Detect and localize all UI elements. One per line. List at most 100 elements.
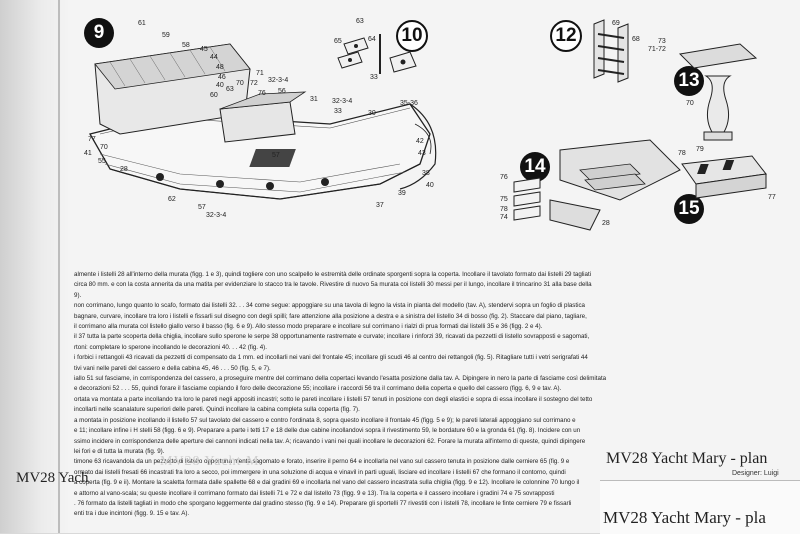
callout-35-36: 35-36: [400, 100, 418, 107]
figure-12-number: 12: [550, 20, 582, 52]
callout-57-right: 57: [272, 152, 280, 159]
instruction-line: iallo 51 sul fasciame, in corrispondenza…: [74, 375, 607, 383]
callout-78: 78: [678, 150, 686, 157]
callout-32-3-4-mid: 32-3-4: [332, 98, 353, 105]
instruction-text: almente i listelli 28 all'interno della …: [74, 270, 792, 520]
callout-64: 64: [368, 36, 376, 43]
footer-title-right: MV28 Yacht Mary - plan: [606, 450, 768, 467]
callout-78-step: 78: [500, 206, 508, 213]
instruction-line: rtoni: completare lo sperone incollando …: [74, 343, 267, 351]
callout-57-bottom: 57: [198, 204, 206, 211]
callout-28: 28: [120, 166, 128, 173]
instruction-line: il corrimano alla murata col listello gi…: [74, 323, 543, 331]
callout-73: 73: [658, 38, 666, 45]
figure-14-number: 14: [520, 152, 550, 182]
callout-59: 59: [162, 32, 170, 39]
instruction-line: almente i listelli 28 all'interno della …: [74, 271, 592, 278]
instruction-line: incollarti nelle scanalature superiori d…: [74, 406, 360, 414]
callout-77-door: 77: [768, 194, 776, 201]
callout-58: 58: [182, 42, 190, 49]
callout-76-step: 76: [500, 174, 508, 181]
callout-70-left: 70: [100, 144, 108, 151]
callout-41: 41: [84, 150, 92, 157]
footer-title-left: MV28 Yach: [16, 470, 89, 486]
instruction-line: i forbici i rettangoli 43 ricavati da pe…: [74, 354, 588, 362]
callout-48: 48: [216, 64, 224, 71]
callout-39: 39: [398, 190, 406, 197]
callout-32-3-4-top: 32-3-4: [268, 77, 289, 84]
instruction-line: lei fori e di tutta la murata (fig. 9).: [74, 447, 165, 455]
instruction-line: non corrimano, lungo quanto lo scafo, fo…: [74, 302, 585, 310]
figure-9: 9: [80, 14, 460, 264]
figure-13-number: 13: [674, 66, 704, 96]
callout-65: 65: [334, 38, 342, 45]
ghost-title: MV28 Yacht M: [160, 454, 260, 469]
callout-70-column: 70: [686, 100, 694, 107]
callout-55: 55: [98, 158, 106, 165]
instruction-line: ortata va montata a parte incollando tra…: [74, 395, 593, 403]
hull-drawing: [89, 43, 437, 200]
callout-75: 75: [500, 196, 508, 203]
callout-43: 43: [418, 150, 426, 157]
instruction-line: ormato dai listelli fresati 66 incastrat…: [74, 468, 566, 476]
callout-37: 37: [376, 202, 384, 209]
instruction-line: il 37 tutta la parte scoperta della chig…: [74, 333, 590, 341]
callout-33-hinge: 33: [370, 74, 378, 81]
instruction-line: timone 63 ricavandola da un pezzetto di …: [74, 458, 570, 466]
callout-56: 56: [278, 88, 286, 95]
callout-32-3-4-bottom: 32-3-4: [206, 212, 227, 219]
door-drawing: [681, 155, 767, 199]
figure-9-number: 9: [84, 18, 114, 48]
page-edge: [58, 0, 60, 533]
instruction-line: e decorazioni 52 . . . 55, quindi forare…: [74, 385, 562, 393]
callout-72: 72: [250, 80, 258, 87]
callout-71-72: 71-72: [648, 46, 666, 53]
callout-40-bow: 40: [426, 182, 434, 189]
callout-42: 42: [416, 138, 424, 145]
callout-62: 62: [168, 196, 176, 203]
callout-45: 45: [200, 46, 208, 53]
next-page: [600, 480, 800, 534]
callout-70: 70: [236, 80, 244, 87]
callout-71: 71: [256, 70, 264, 77]
callout-38: 38: [422, 170, 430, 177]
callout-44: 44: [210, 54, 218, 61]
instruction-line: e attorno al vano-scala; su queste incol…: [74, 489, 555, 497]
instruction-line: e 11; incollare infine i H stelli 58 (fi…: [74, 427, 581, 435]
designer-credit: Designer: Luigi: [732, 470, 779, 477]
callout-31: 31: [310, 96, 318, 103]
instruction-line: tivi vani nelle pareti del cassero e del…: [74, 364, 271, 372]
callout-40: 40: [216, 82, 224, 89]
callout-63: 63: [226, 86, 234, 93]
column-drawing: [678, 43, 758, 141]
callout-79: 79: [696, 146, 704, 153]
instruction-line: ssimo incidere in corrispondenza delle a…: [74, 437, 586, 445]
callout-69: 69: [612, 20, 620, 27]
callout-60: 60: [210, 92, 218, 99]
callout-74: 74: [500, 214, 508, 221]
hinge-drawing: [337, 34, 417, 74]
callout-33: 33: [334, 108, 342, 115]
instruction-line: a montata in posizione incollando il lis…: [74, 416, 576, 424]
instruction-line: . 76 formato da listelli tagliati in mod…: [74, 499, 572, 507]
figure-13: 13 70: [660, 40, 770, 150]
figure-15-number: 15: [674, 194, 704, 224]
figure-10: 10 63 65 64 33: [330, 14, 440, 94]
callout-68: 68: [632, 36, 640, 43]
stairs-drawing: [513, 139, 681, 231]
callout-46: 46: [218, 74, 226, 81]
callout-61: 61: [138, 20, 146, 27]
instruction-line: 9).: [74, 291, 82, 299]
callout-30: 30: [368, 110, 376, 117]
callout-76: 76: [258, 90, 266, 97]
callout-28-step: 28: [602, 220, 610, 227]
figure-12: 12 69 68 71-72 73: [548, 14, 678, 94]
figure-10-number: 10: [396, 20, 428, 52]
instruction-line: circa 80 mm. e con la costa annerita da …: [74, 281, 592, 289]
figure-15: 15 78 79 77: [672, 144, 782, 224]
callout-63-hinge: 63: [356, 18, 364, 25]
instruction-line: bagnare, curvare, incollare tra loro i l…: [74, 312, 587, 320]
instruction-line: enti tra i due incintoni (figg. 9. 15 e …: [74, 510, 190, 518]
footer-title-lower: MV28 Yacht Mary - pla: [603, 508, 766, 527]
